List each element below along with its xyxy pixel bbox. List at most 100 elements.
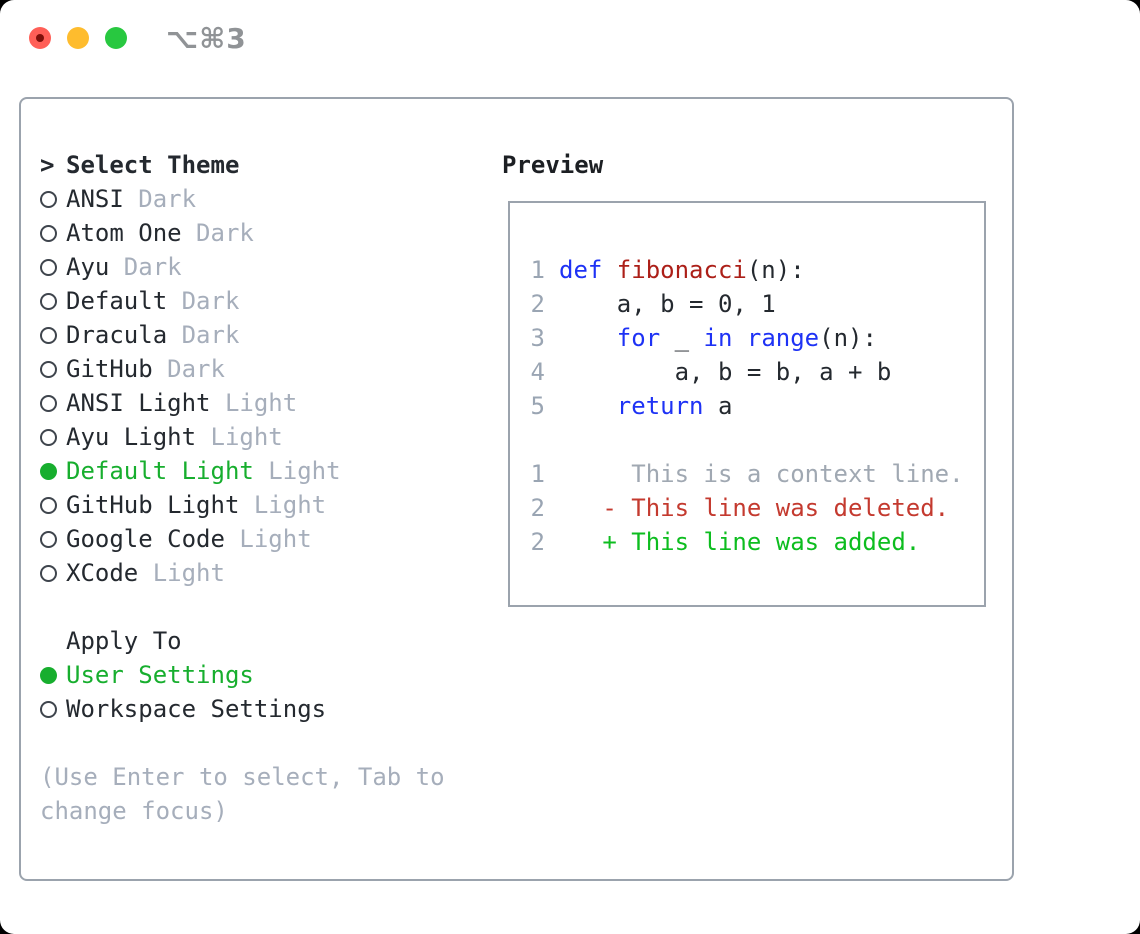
theme-option[interactable]: Dracula Dark bbox=[40, 318, 502, 352]
theme-variant: Light bbox=[210, 389, 298, 417]
code-content: for _ in range(n): bbox=[616, 324, 877, 352]
theme-option[interactable]: XCode Light bbox=[40, 556, 502, 590]
code-line: 2 + This line was added. bbox=[530, 525, 984, 559]
radio-icon bbox=[40, 360, 66, 378]
traffic-lights bbox=[29, 27, 127, 49]
apply-to-option[interactable]: Workspace Settings bbox=[40, 692, 502, 726]
theme-name: Default Light bbox=[66, 457, 254, 485]
hint-text: (Use Enter to select, Tab to change focu… bbox=[40, 763, 445, 825]
theme-name: XCode bbox=[66, 559, 139, 587]
apply-to-label: User Settings bbox=[66, 661, 254, 689]
radio-icon bbox=[40, 190, 66, 208]
focus-caret-icon: > bbox=[40, 151, 55, 179]
radio-icon bbox=[40, 700, 66, 718]
code-line: 2 a, b = 0, 1 bbox=[530, 287, 984, 321]
apply-to-label: Workspace Settings bbox=[66, 695, 327, 723]
line-number: 4 bbox=[530, 358, 545, 386]
radio-selected-icon bbox=[40, 462, 66, 480]
code-line: 1 This is a context line. bbox=[530, 457, 984, 491]
theme-name: Dracula bbox=[66, 321, 168, 349]
apply-to-heading-label: Apply To bbox=[66, 627, 182, 655]
apply-to-option[interactable]: User Settings bbox=[40, 658, 502, 692]
theme-option[interactable]: GitHub Light Light bbox=[40, 488, 502, 522]
theme-variant: Light bbox=[196, 423, 283, 451]
radio-icon bbox=[40, 496, 66, 514]
select-theme-heading-label: Select Theme bbox=[66, 151, 240, 179]
line-number: 2 bbox=[530, 528, 545, 556]
line-number: 5 bbox=[530, 392, 545, 420]
window-title: ⌥⌘3 bbox=[166, 22, 247, 55]
line-number: 3 bbox=[530, 324, 545, 352]
theme-option[interactable]: ANSI Light Light bbox=[40, 386, 502, 420]
code-line bbox=[530, 423, 984, 457]
window-close-button[interactable] bbox=[29, 27, 51, 49]
line-number: 2 bbox=[530, 494, 545, 522]
window-zoom-button[interactable] bbox=[105, 27, 127, 49]
radio-icon bbox=[40, 258, 66, 276]
code-content: a, b = 0, 1 bbox=[559, 290, 776, 318]
window-minimize-button[interactable] bbox=[67, 27, 89, 49]
theme-name: Ayu bbox=[66, 253, 110, 281]
theme-name: GitHub Light bbox=[66, 491, 240, 519]
radio-icon bbox=[40, 224, 66, 242]
theme-option[interactable]: GitHub Dark bbox=[40, 352, 502, 386]
code-content: return a bbox=[616, 392, 733, 420]
line-number: 2 bbox=[530, 290, 545, 318]
code-line: 3 for _ in range(n): bbox=[530, 321, 984, 355]
theme-name: ANSI Light bbox=[66, 389, 211, 417]
theme-name: Atom One bbox=[66, 219, 182, 247]
apply-to-heading: Apply To bbox=[40, 624, 502, 658]
code-content: + This line was added. bbox=[559, 528, 921, 556]
code-content: a, b = b, a + b bbox=[559, 358, 892, 386]
radio-icon bbox=[40, 530, 66, 548]
theme-variant: Dark bbox=[167, 321, 240, 349]
code-line: 5 return a bbox=[530, 389, 984, 423]
code-content: - This line was deleted. bbox=[559, 494, 950, 522]
code-line: 1 def fibonacci(n): bbox=[530, 253, 984, 287]
theme-variant: Dark bbox=[167, 287, 240, 315]
theme-option[interactable]: Default Light Light bbox=[40, 454, 502, 488]
code-line: 2 - This line was deleted. bbox=[530, 491, 984, 525]
select-theme-heading: > Select Theme bbox=[40, 148, 502, 182]
theme-variant: Dark bbox=[181, 219, 254, 247]
theme-name: GitHub bbox=[66, 355, 153, 383]
theme-option[interactable]: Google Code Light bbox=[40, 522, 502, 556]
preview-heading: Preview bbox=[502, 151, 604, 179]
theme-name: Ayu Light bbox=[66, 423, 197, 451]
radio-icon bbox=[40, 326, 66, 344]
code-content: This is a context line. bbox=[559, 460, 964, 488]
theme-variant: Light bbox=[138, 559, 225, 587]
radio-icon bbox=[40, 564, 66, 582]
code-content: def fibonacci(n): bbox=[559, 256, 805, 284]
radio-icon bbox=[40, 394, 66, 412]
theme-variant: Light bbox=[224, 525, 312, 553]
theme-variant: Dark bbox=[123, 185, 197, 213]
theme-option[interactable]: Ayu Dark bbox=[40, 250, 502, 284]
window-titlebar: ⌥⌘3 bbox=[0, 0, 1140, 97]
theme-option[interactable]: Ayu Light Light bbox=[40, 420, 502, 454]
theme-name: ANSI bbox=[66, 185, 124, 213]
theme-option[interactable]: Atom One Dark bbox=[40, 216, 502, 250]
theme-variant: Dark bbox=[152, 355, 225, 383]
radio-icon bbox=[40, 428, 66, 446]
theme-name: Google Code bbox=[66, 525, 225, 553]
code-line: 4 a, b = b, a + b bbox=[530, 355, 984, 389]
radio-selected-icon bbox=[40, 666, 66, 684]
line-number: 1 bbox=[530, 256, 545, 284]
section-gap bbox=[40, 590, 502, 624]
theme-name: Default bbox=[66, 287, 168, 315]
theme-option[interactable]: ANSI Dark bbox=[40, 182, 502, 216]
line-number: 1 bbox=[530, 460, 545, 488]
radio-icon bbox=[40, 292, 66, 310]
theme-variant: Light bbox=[239, 491, 327, 519]
theme-variant: Light bbox=[253, 457, 341, 485]
theme-option[interactable]: Default Dark bbox=[40, 284, 502, 318]
